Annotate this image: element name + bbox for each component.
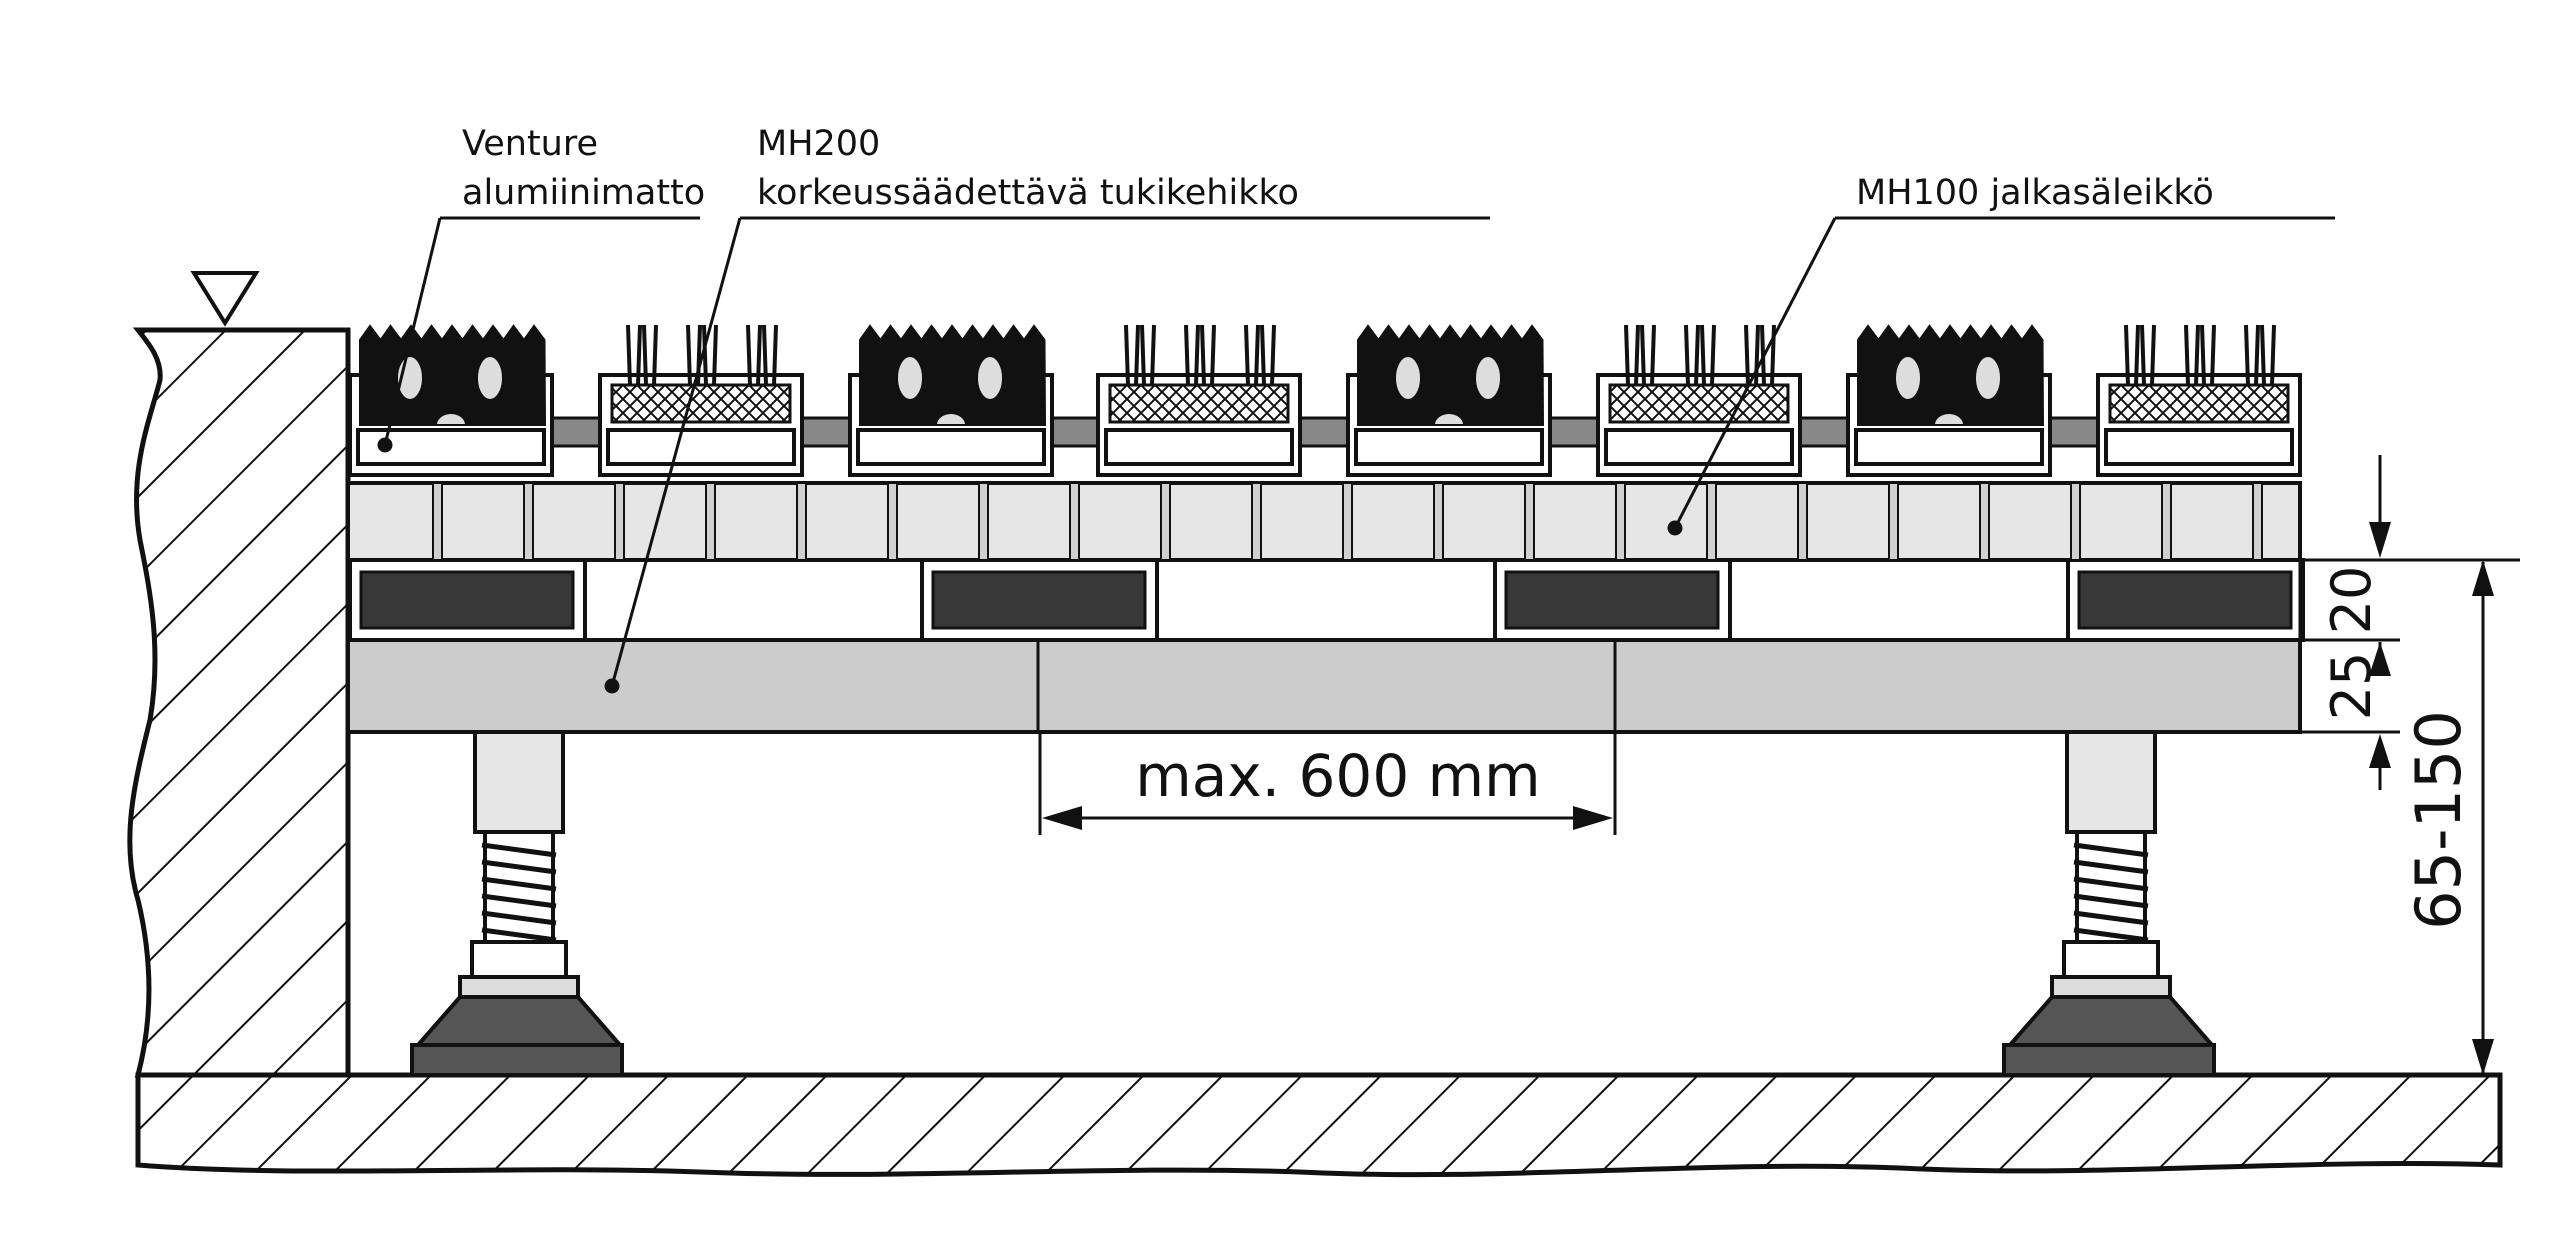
label-mh200-line1: MH200 xyxy=(757,124,880,164)
mat-profile-rubber xyxy=(348,324,554,477)
mat-profile-brush xyxy=(1096,324,1302,477)
grating-bar xyxy=(614,482,625,561)
grating-bar xyxy=(705,482,716,561)
support-frame-beam xyxy=(346,638,2302,734)
level-marker-icon xyxy=(190,271,260,327)
grating-bar xyxy=(2252,482,2263,561)
frame-height-label: 25 xyxy=(2320,652,2383,721)
grating-bar xyxy=(887,482,898,561)
leader-lines xyxy=(377,216,2335,694)
grating-bars xyxy=(432,482,2263,561)
grating-bar xyxy=(2070,482,2081,561)
label-mh100: MH100 jalkasäleikkö xyxy=(1856,173,2214,213)
mat-profiles xyxy=(348,324,2302,477)
grating-bar xyxy=(1342,482,1353,561)
label-venture-line1: Venture xyxy=(462,124,598,164)
grating-bar xyxy=(1979,482,1990,561)
label-venture-line2: alumiinimatto xyxy=(462,173,705,213)
grating-bar xyxy=(1797,482,1808,561)
grating-panel xyxy=(346,481,2302,562)
spacer-blocks xyxy=(348,558,2305,642)
grating-bar xyxy=(1433,482,1444,561)
support-pedestal-right xyxy=(2002,730,2217,1077)
grating-bar xyxy=(796,482,807,561)
grating-bar xyxy=(523,482,534,561)
grating-height-label: 20 xyxy=(2320,566,2383,635)
total-height-label: 65-150 xyxy=(2402,710,2475,930)
grating-bar xyxy=(1706,482,1717,561)
mat-profile-brush xyxy=(598,324,804,477)
grating-bar xyxy=(1888,482,1899,561)
mat-profile-rubber xyxy=(1846,324,2052,477)
grating-bar xyxy=(1251,482,1262,561)
mat-profile-brush xyxy=(2096,324,2302,477)
grating-bar xyxy=(1524,482,1535,561)
left-wall xyxy=(127,327,351,1078)
label-mh200-line2: korkeussäädettävä tukikehikko xyxy=(757,173,1299,213)
mat-profile-rubber xyxy=(848,324,1054,477)
grating-bar xyxy=(1160,482,1171,561)
grating-bar xyxy=(1615,482,1626,561)
span-dimension: max. 600 mm xyxy=(1038,732,1617,835)
support-pedestal-left xyxy=(410,730,625,1077)
mat-profile-brush xyxy=(1596,324,1802,477)
grating-bar xyxy=(1069,482,1080,561)
height-dimensions: 20 25 65-150 xyxy=(2298,455,2520,1075)
grating-bar xyxy=(978,482,989,561)
grating-bar xyxy=(2161,482,2172,561)
component-labels: Venture alumiinimatto MH200 korkeussääde… xyxy=(462,124,2214,213)
span-dimension-label: max. 600 mm xyxy=(1135,742,1540,810)
floor-slab xyxy=(135,1072,2503,1178)
grating-bar xyxy=(432,482,443,561)
mat-profile-rubber xyxy=(1346,324,1552,477)
